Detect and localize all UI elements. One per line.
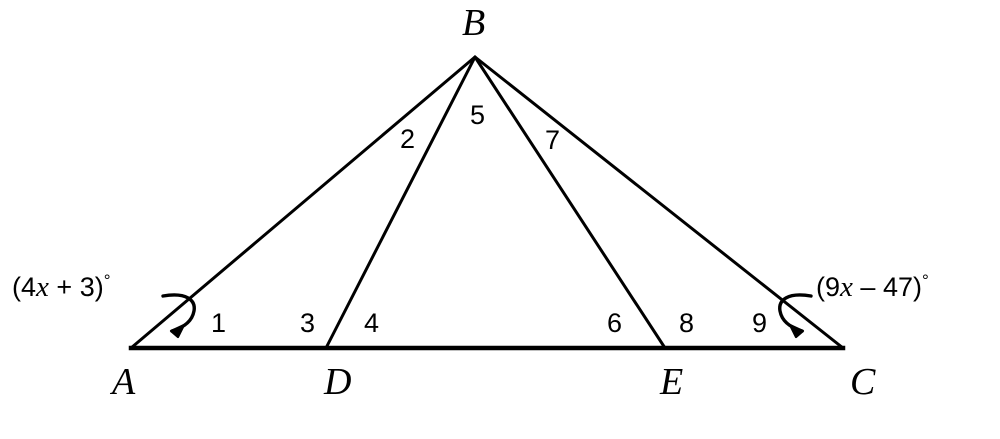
- expr-variable-A: x: [36, 271, 49, 303]
- angle-label-5: 5: [470, 100, 486, 130]
- vertex-label-D: D: [324, 361, 352, 403]
- angle-measure-expression-C: (9x – 47)°: [816, 272, 929, 302]
- segment-side-AB: [129, 55, 477, 350]
- angle-label-2: 2: [400, 124, 416, 154]
- expr-open-paren-C: (: [816, 272, 825, 302]
- angle-label-1: 1: [211, 308, 227, 338]
- angle-measure-expression-A: (4x + 3)°: [12, 272, 111, 302]
- expr-constant-A: 3: [79, 272, 95, 302]
- vertex-label-E: E: [660, 361, 684, 403]
- expr-close-paren-A: ): [94, 272, 104, 302]
- degree-symbol-C: °: [921, 271, 929, 290]
- expr-constant-C: 47: [882, 272, 913, 302]
- segment-cevian-BE: [473, 55, 667, 350]
- angle-label-4: 4: [364, 308, 380, 338]
- expr-close-paren-C: ): [912, 272, 922, 302]
- degree-symbol-A: °: [103, 271, 111, 290]
- angle-label-3: 3: [300, 308, 316, 338]
- segment-cevian-BD: [324, 55, 477, 350]
- vertex-label-C: C: [850, 361, 876, 403]
- expr-variable-C: x: [840, 271, 853, 303]
- expr-open-paren-A: (: [12, 272, 21, 302]
- expr-operator-C: –: [852, 272, 883, 302]
- leader-arrow-to-angle-9-icon: [778, 293, 813, 339]
- segment-side-BC: [473, 55, 845, 350]
- leader-arrow-to-angle-1-icon: [161, 293, 196, 339]
- angle-label-6: 6: [607, 308, 623, 338]
- angle-label-8: 8: [679, 308, 695, 338]
- angle-label-7: 7: [545, 125, 561, 155]
- vertex-label-A: A: [112, 361, 136, 403]
- vertex-label-B: B: [462, 2, 486, 44]
- angle-label-9: 9: [752, 308, 768, 338]
- expr-operator-A: +: [48, 272, 80, 302]
- expr-coefficient-A: 4: [21, 272, 37, 302]
- expr-coefficient-C: 9: [825, 272, 841, 302]
